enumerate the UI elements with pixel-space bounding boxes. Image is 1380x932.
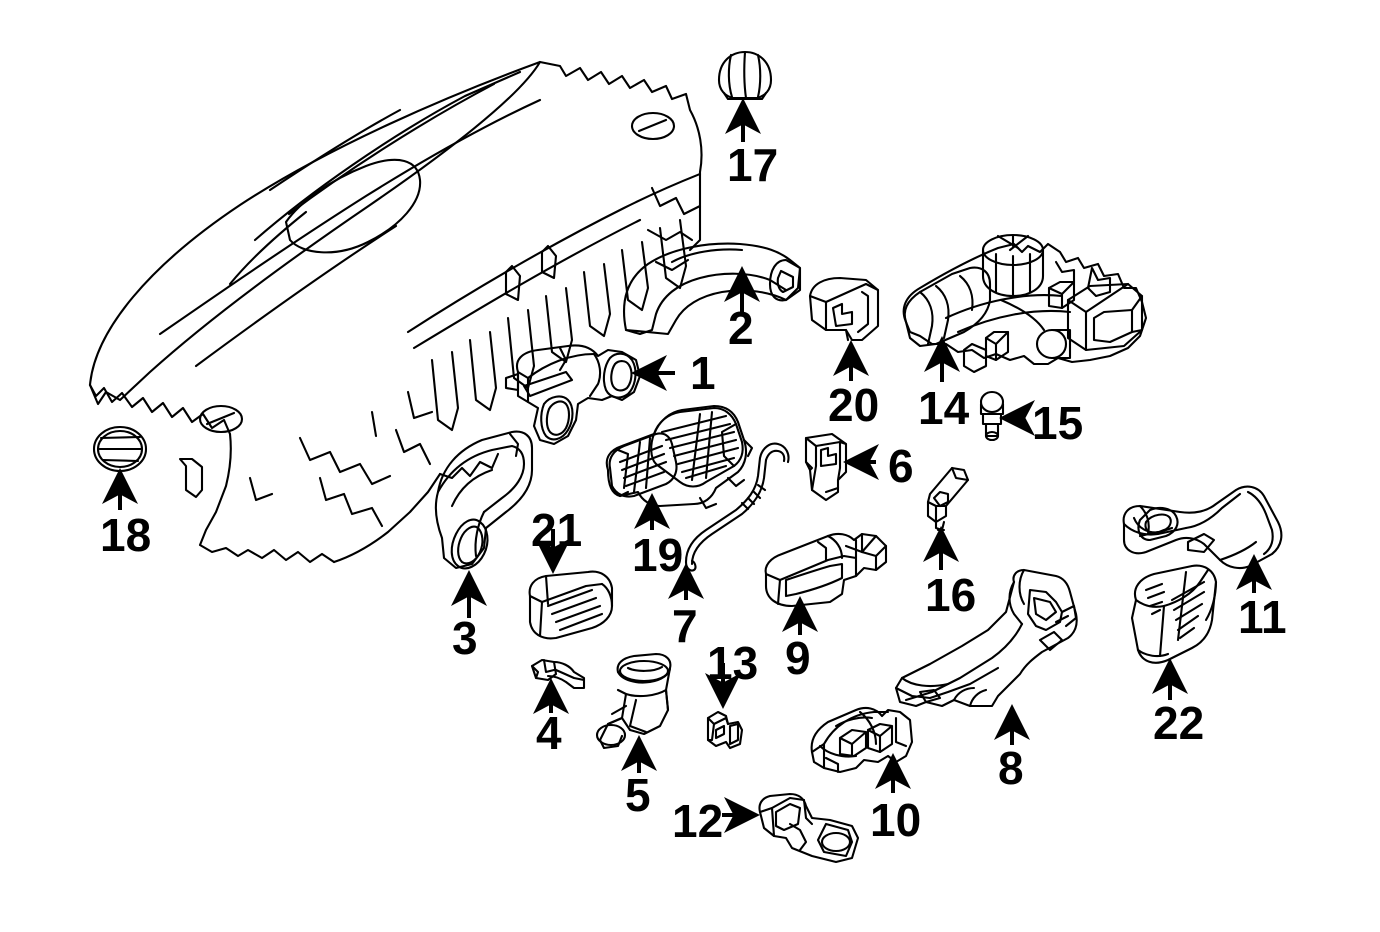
part-16-drain-tube-valve <box>926 466 970 532</box>
part-11-side-window-demister-duct <box>1122 485 1283 570</box>
callout-number-20: 20 <box>828 379 880 431</box>
part-9-rear-console-duct <box>764 532 888 608</box>
part-1-center-dash-air-duct <box>504 344 642 446</box>
part-15-grommet-plug <box>979 390 1005 442</box>
callout-number-21: 21 <box>531 504 583 556</box>
part-4-small-clip-bracket <box>530 658 586 690</box>
callout-number-11: 11 <box>1238 591 1287 643</box>
callout-number-4: 4 <box>536 707 562 759</box>
callout-number-16: 16 <box>925 569 977 621</box>
part-12-mounting-bracket <box>758 792 860 864</box>
callout-number-2: 2 <box>728 302 754 354</box>
callout-number-14: 14 <box>918 382 970 434</box>
part-19-center-register-vent <box>605 404 754 510</box>
callout-number-22: 22 <box>1153 697 1205 749</box>
part-20-corner-defroster-nozzle <box>808 276 880 342</box>
part-22-side-dash-louver-vent <box>1130 564 1218 664</box>
callout-number-1: 1 <box>690 347 716 399</box>
callout-number-15: 15 <box>1032 397 1084 449</box>
callout-number-9: 9 <box>785 632 811 684</box>
part-8-floor-distribution-duct <box>894 568 1078 708</box>
part-13-retainer-clip <box>706 710 744 750</box>
callout-number-13: 13 <box>707 637 759 689</box>
callout-number-18: 18 <box>100 509 152 561</box>
part-10-blower-housing-bracket <box>810 706 914 774</box>
part-18-round-vent-cap <box>92 425 148 473</box>
part-2-defroster-elbow-duct <box>623 242 802 336</box>
callout-number-17: 17 <box>727 139 779 191</box>
part-6-rectangular-outlet-duct <box>804 432 848 502</box>
instrument-panel-body <box>88 60 703 564</box>
callout-number-6: 6 <box>888 440 914 492</box>
callout-number-3: 3 <box>452 612 478 664</box>
callout-number-10: 10 <box>870 794 922 846</box>
part-3-side-curved-duct <box>434 430 534 570</box>
callout-number-5: 5 <box>625 769 651 821</box>
callout-number-7: 7 <box>672 600 698 652</box>
part-5-funnel-nozzle-duct <box>595 652 672 750</box>
callout-number-19: 19 <box>632 529 684 581</box>
callout-arrows <box>102 98 1272 833</box>
part-17-speaker-grille-cap <box>717 50 773 101</box>
part-7-flexible-drain-hose <box>684 442 790 572</box>
callout-number-8: 8 <box>998 742 1024 794</box>
part-14-hvac-heater-blower-case <box>902 233 1148 374</box>
callout-number-12: 12 <box>672 795 724 847</box>
part-21-side-register-vent <box>528 570 614 640</box>
